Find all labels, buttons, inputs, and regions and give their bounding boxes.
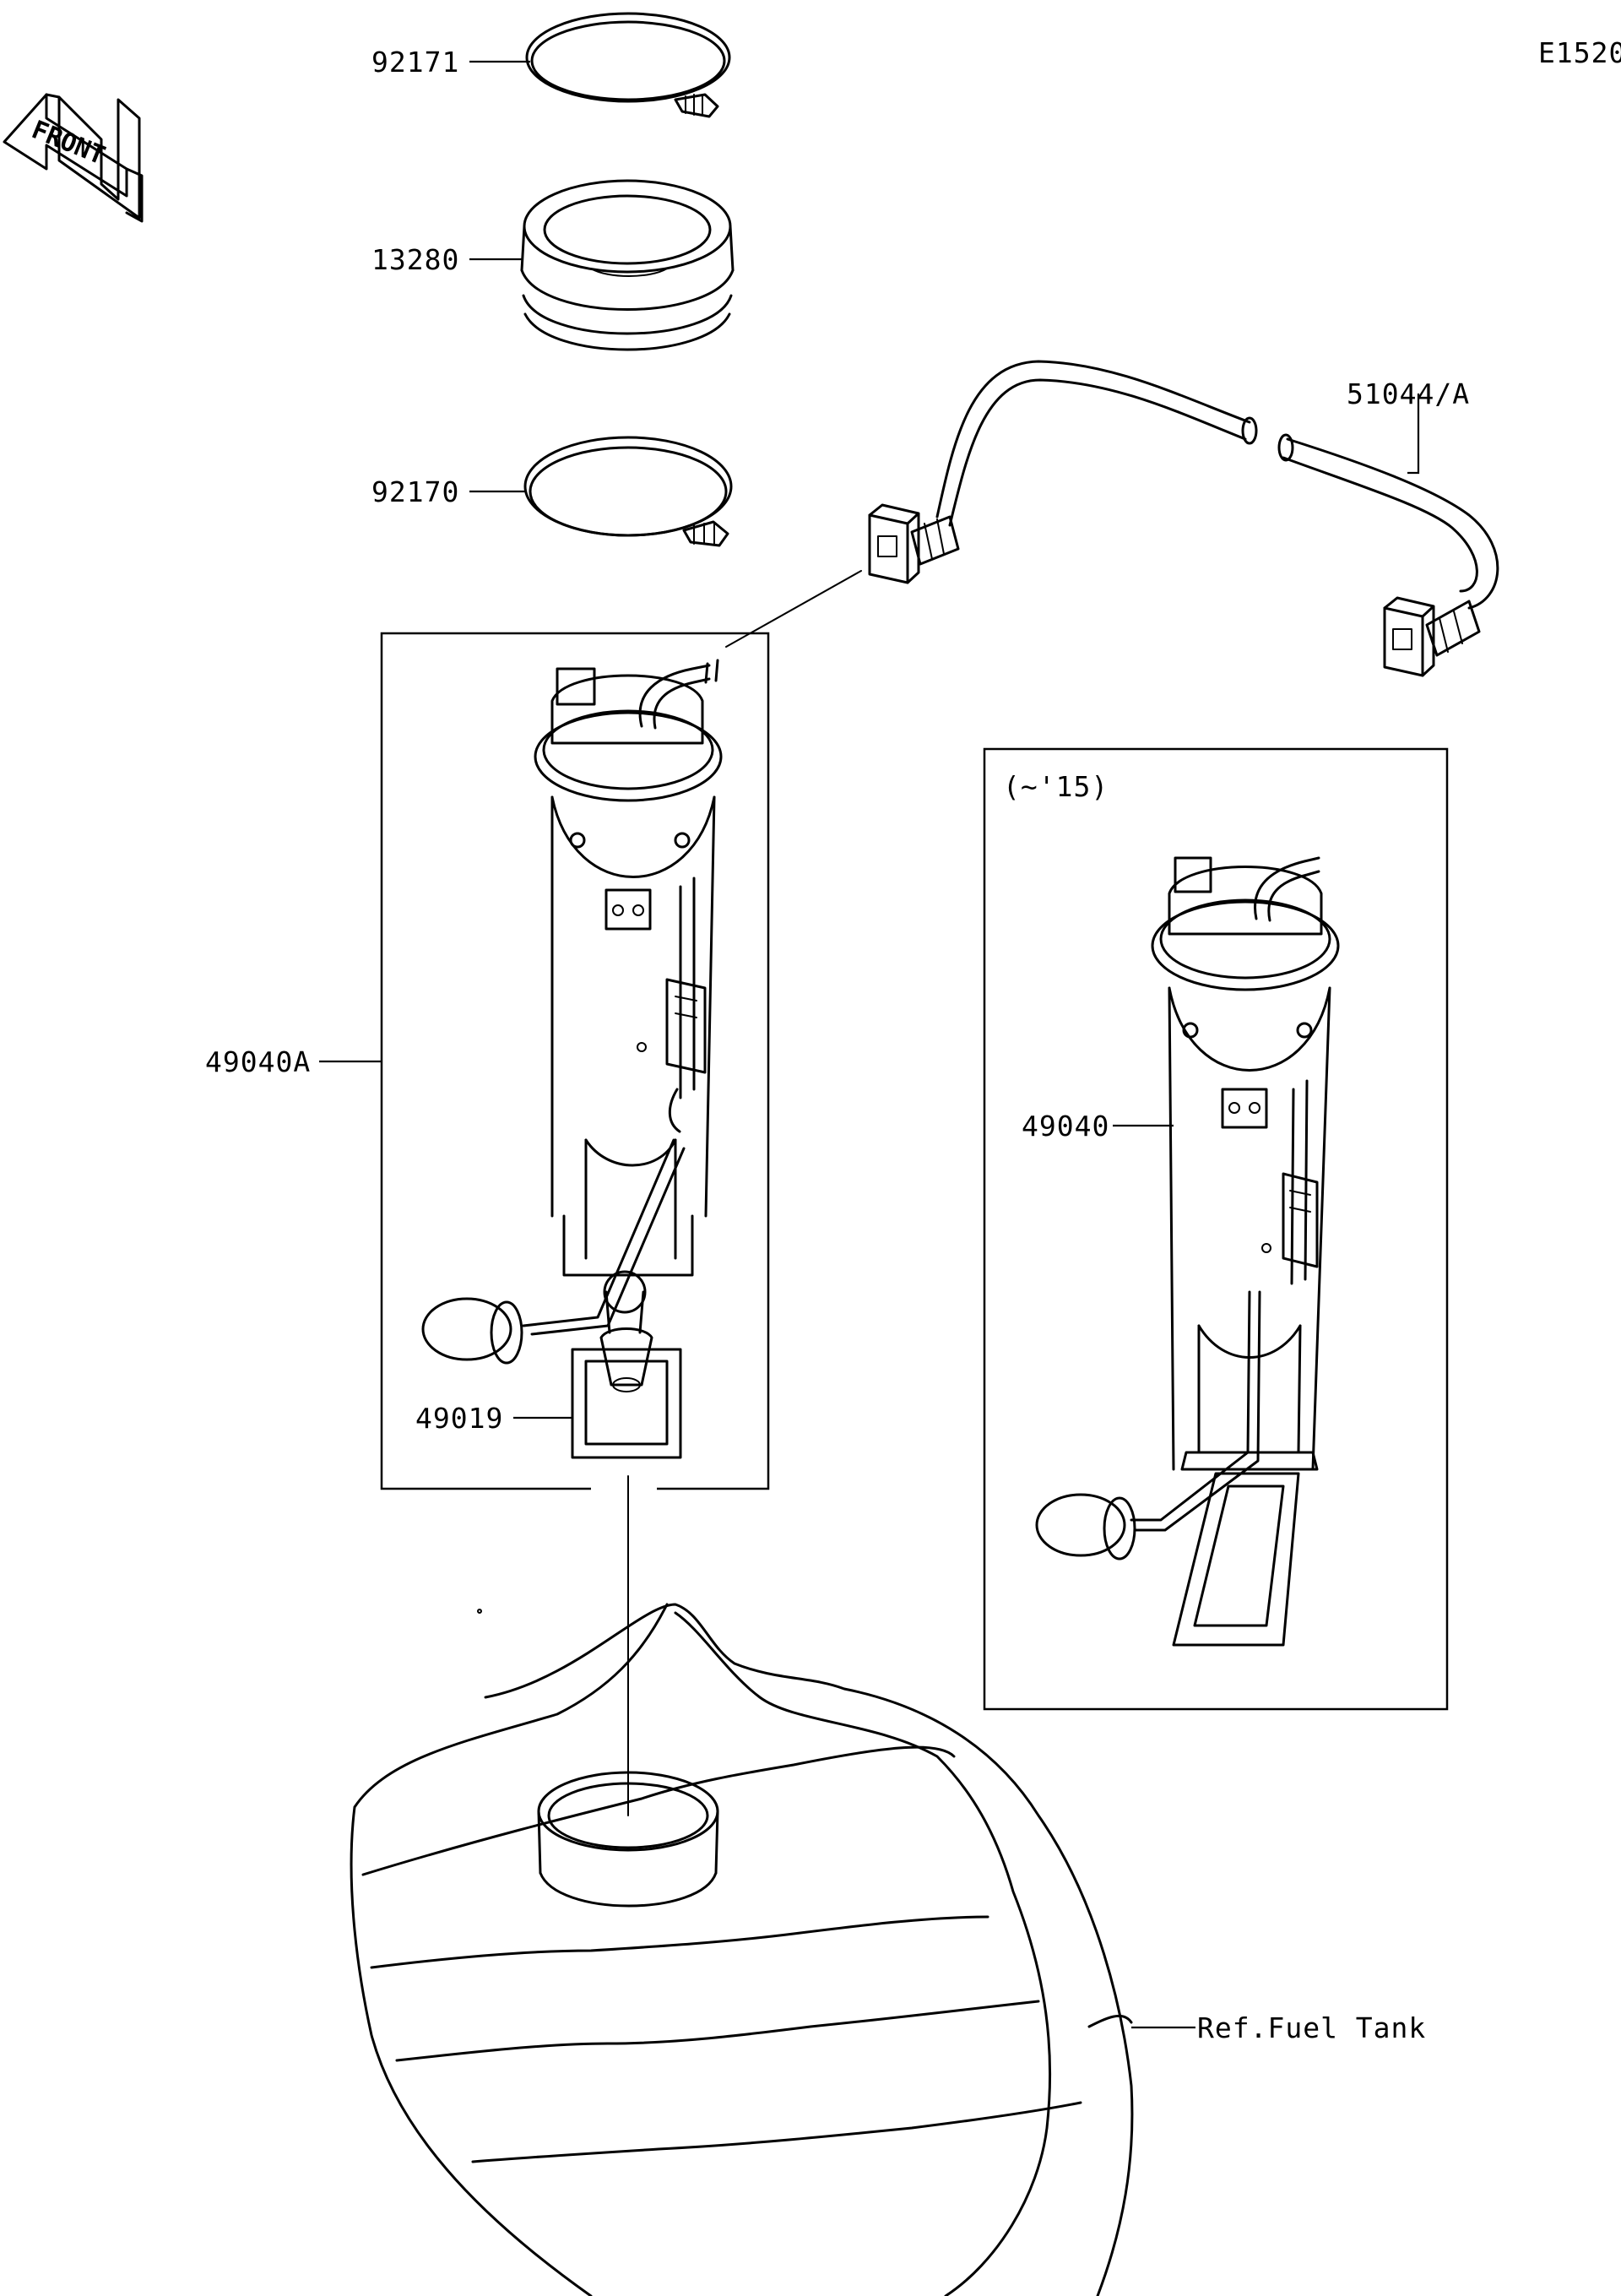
label-92171: 92171 <box>371 46 459 79</box>
variant-label: (~'15) <box>1003 770 1109 803</box>
clamp-92171 <box>525 12 731 118</box>
diagram-code: E1520 <box>1538 36 1621 69</box>
front-arrow-icon: FRONT <box>3 93 144 223</box>
fuel-tank <box>350 1603 1134 2296</box>
label-92170: 92170 <box>371 475 459 508</box>
label-13280: 13280 <box>371 243 459 276</box>
clamp-92170 <box>523 436 733 547</box>
seal-13280 <box>520 179 735 351</box>
fuel-pump-49040A <box>421 659 723 1365</box>
variant-box <box>983 747 1449 1711</box>
label-ref-fuel-tank: Ref.Fuel Tank <box>1197 2011 1426 2044</box>
front-label: FRONT <box>28 115 110 171</box>
label-49040A: 49040A <box>205 1045 311 1078</box>
label-49040: 49040 <box>1022 1110 1109 1143</box>
label-49019: 49019 <box>415 1402 503 1435</box>
label-51044A: 51044/A <box>1347 377 1470 410</box>
fuel-hose-51044A <box>868 360 1499 677</box>
fuel-pump-49040 <box>1035 856 1340 1647</box>
filter-49019 <box>571 1327 682 1459</box>
